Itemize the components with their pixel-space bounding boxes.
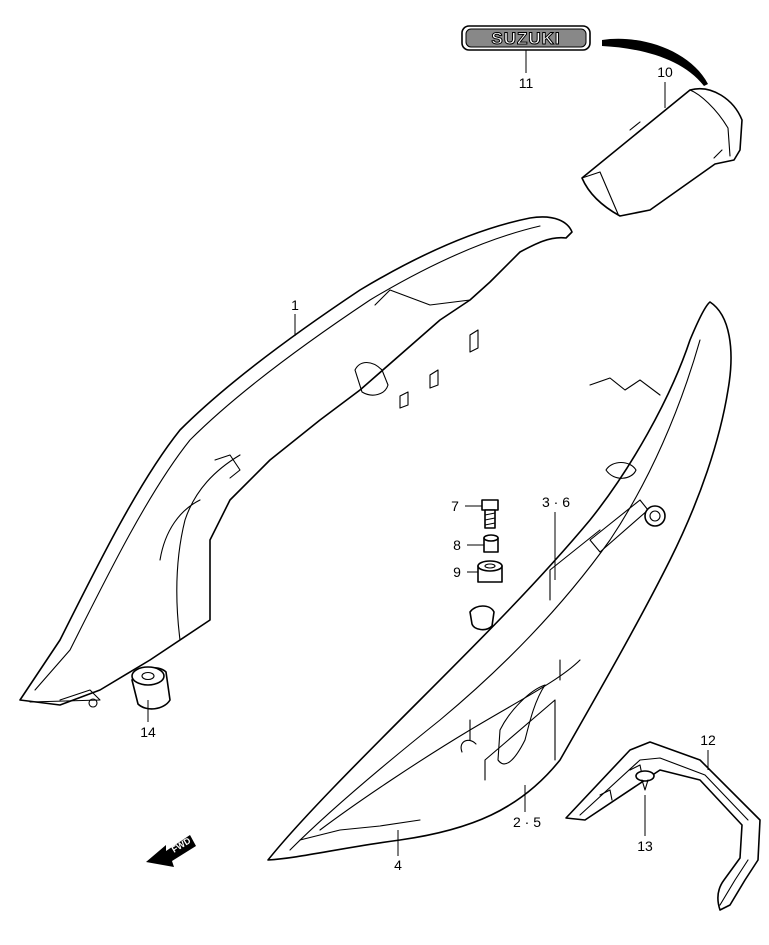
collar-8 xyxy=(483,534,499,553)
side-cover-left xyxy=(19,216,573,706)
callout-9: 9 xyxy=(453,564,461,580)
callout-8: 8 xyxy=(453,537,461,553)
callout-4: 4 xyxy=(394,857,402,873)
callout-2-5: 2 · 5 xyxy=(513,814,541,830)
side-cover-right xyxy=(267,301,732,861)
callout-12: 12 xyxy=(700,732,716,748)
callout-13: 13 xyxy=(637,838,653,854)
tail-cover xyxy=(581,87,743,217)
push-rivet-13 xyxy=(635,770,655,791)
bolt-7 xyxy=(481,499,499,529)
fender-bracket xyxy=(565,741,761,911)
callout-14: 14 xyxy=(140,724,156,740)
grommet-14 xyxy=(88,666,171,710)
stripe-arc xyxy=(602,38,708,86)
leader-lines xyxy=(147,50,709,856)
callout-3-6: 3 · 6 xyxy=(542,494,570,510)
emblem-label: SUZUKI xyxy=(491,29,560,48)
callout-11: 11 xyxy=(519,75,534,91)
callout-7: 7 xyxy=(451,498,459,514)
cover-grommet xyxy=(469,605,495,631)
callout-1: 1 xyxy=(291,297,299,313)
cushion-9 xyxy=(477,560,503,583)
fwd-arrow-icon: FWD xyxy=(146,835,196,867)
suzuki-emblem-icon: SUZUKI xyxy=(461,25,591,51)
callout-10: 10 xyxy=(657,64,673,80)
